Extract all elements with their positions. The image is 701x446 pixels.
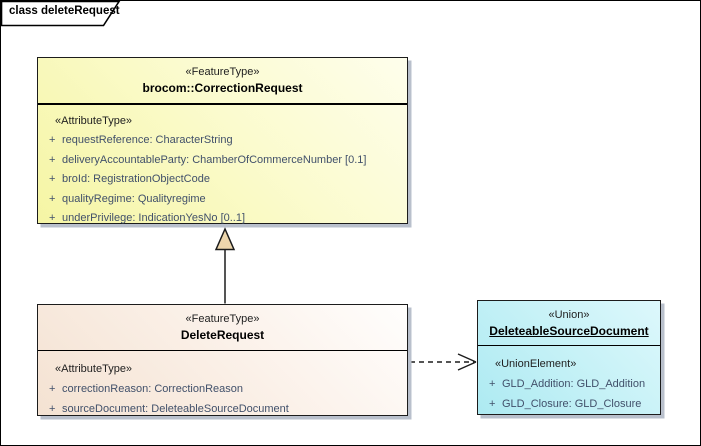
class-header: «FeatureType» brocom::CorrectionRequest	[38, 58, 407, 105]
attribute-text: deliveryAccountableParty: ChamberOfComme…	[62, 153, 367, 166]
visibility-sign: +	[49, 212, 56, 225]
visibility-sign: +	[49, 192, 56, 205]
visibility-sign: +	[49, 153, 56, 166]
attribute-text: sourceDocument: DeleteableSourceDocument	[62, 403, 289, 415]
dependency-arrowhead-icon	[457, 353, 477, 371]
class-box-delete-request[interactable]: «FeatureType» DeleteRequest «AttributeTy…	[37, 304, 408, 416]
attribute-row: + correctionReason: CorrectionReason	[38, 379, 407, 399]
class-stereotype: «Union»	[548, 308, 590, 321]
frame-label-tab	[0, 0, 121, 27]
attribute-text: broId: RegistrationObjectCode	[62, 173, 210, 186]
attribute-row: + GLD_Closure: GLD_Closure	[478, 394, 660, 414]
attribute-text: correctionReason: CorrectionReason	[62, 383, 243, 395]
visibility-sign: +	[49, 173, 56, 186]
compartment-stereotype: «AttributeType»	[55, 363, 133, 375]
class-name: DeleteableSourceDocument	[489, 323, 649, 338]
attribute-row: + underPrivilege: IndicationYesNo [0..1]	[38, 209, 407, 228]
attribute-row: + GLD_Addition: GLD_Addition	[478, 374, 660, 394]
attribute-text: requestReference: CharacterString	[62, 134, 233, 147]
class-header: «FeatureType» DeleteRequest	[38, 305, 407, 351]
dependency-connector[interactable]	[410, 353, 477, 371]
attribute-row: + broId: RegistrationObjectCode	[38, 170, 407, 189]
attributes-compartment: «AttributeType» + correctionReason: Corr…	[38, 351, 407, 419]
visibility-sign: +	[49, 134, 56, 147]
visibility-sign: +	[489, 398, 496, 410]
attributes-compartment: «UnionElement» + GLD_Addition: GLD_Addit…	[478, 346, 660, 414]
attribute-text: qualityRegime: Qualityregime	[62, 192, 206, 205]
attributes-compartment: «AttributeType» + requestReference: Char…	[38, 105, 407, 228]
visibility-sign: +	[49, 383, 56, 395]
attribute-row: + sourceDocument: DeleteableSourceDocume…	[38, 399, 407, 419]
compartment-stereotype: «AttributeType»	[55, 115, 133, 127]
attribute-text: GLD_Closure: GLD_Closure	[502, 398, 642, 410]
attribute-text: GLD_Addition: GLD_Addition	[502, 378, 646, 390]
attribute-row: + deliveryAccountableParty: ChamberOfCom…	[38, 151, 407, 170]
diagram-frame-label: class deleteRequest	[9, 5, 120, 17]
generalization-arrowhead-icon	[214, 227, 236, 251]
class-box-correction-request[interactable]: «FeatureType» brocom::CorrectionRequest …	[37, 57, 408, 224]
generalization-connector[interactable]	[214, 227, 236, 304]
attribute-row: + qualityRegime: Qualityregime	[38, 190, 407, 209]
class-header: «Union» DeleteableSourceDocument	[478, 301, 660, 346]
class-stereotype: «FeatureType»	[185, 313, 260, 325]
attribute-text: underPrivilege: IndicationYesNo [0..1]	[62, 212, 246, 225]
compartment-stereotype: «UnionElement»	[495, 358, 577, 370]
class-name: DeleteRequest	[180, 328, 265, 342]
visibility-sign: +	[49, 403, 56, 415]
class-name: brocom::CorrectionRequest	[142, 81, 303, 95]
attribute-row: + requestReference: CharacterString	[38, 131, 407, 150]
class-box-deleteable-source-document[interactable]: «Union» DeleteableSourceDocument «UnionE…	[477, 300, 661, 415]
visibility-sign: +	[489, 378, 496, 390]
class-stereotype: «FeatureType»	[185, 66, 260, 78]
